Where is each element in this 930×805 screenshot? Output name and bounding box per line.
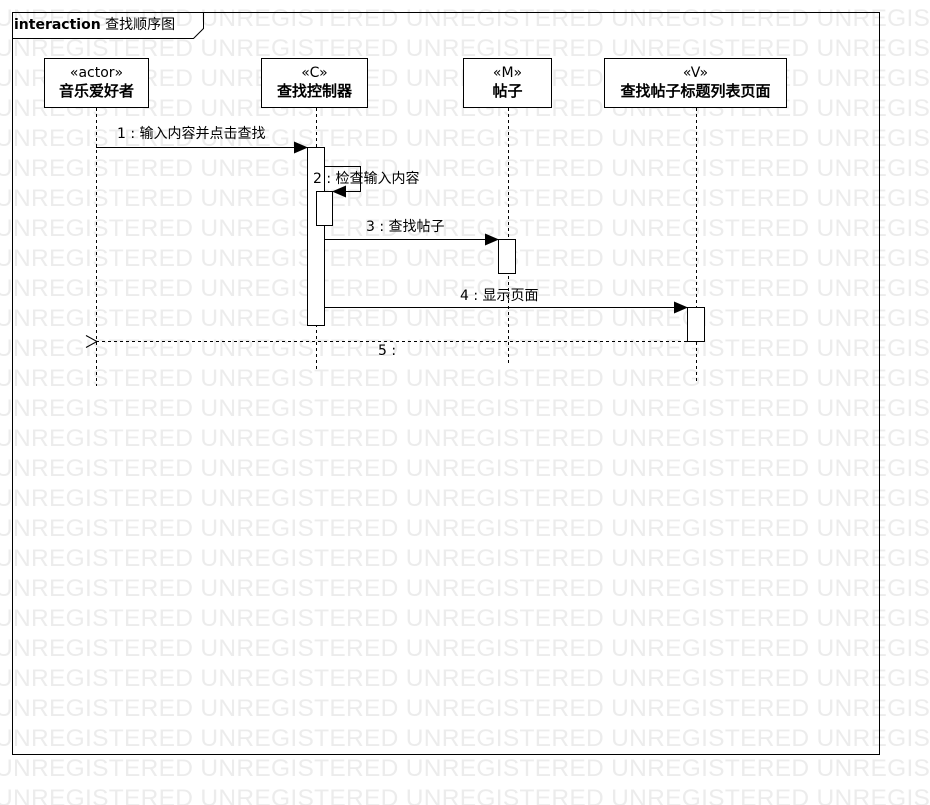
lifeline-head-view[interactable]: «V» 查找帖子标题列表页面: [604, 58, 787, 108]
message-2-label: 2 : 检查输入内容: [313, 171, 420, 187]
message-2-arrow: [324, 166, 361, 198]
lifeline-name: 查找控制器: [276, 82, 352, 100]
frame-keyword: interaction: [14, 17, 101, 33]
message-3-label: 3 : 查找帖子: [366, 219, 445, 235]
activation-view: [687, 307, 705, 342]
lifeline-stereotype: «C»: [301, 65, 328, 81]
frame-name: 查找顺序图: [105, 17, 176, 33]
message-1-label: 1 : 输入内容并点击查找: [117, 126, 266, 142]
activation-controller-self: [316, 191, 333, 226]
activation-post: [498, 239, 516, 274]
lifeline-name: 帖子: [492, 82, 523, 100]
lifeline-head-actor[interactable]: «actor» 音乐爱好者: [44, 58, 149, 108]
lifeline-head-controller[interactable]: «C» 查找控制器: [261, 58, 368, 108]
interaction-frame: [12, 12, 880, 755]
lifeline-name: 查找帖子标题列表页面: [620, 82, 771, 100]
message-5-label: 5 :: [378, 343, 397, 359]
frame-tab: interaction 查找顺序图: [14, 14, 175, 34]
lifeline-head-post[interactable]: «M» 帖子: [463, 58, 552, 108]
lifeline-stereotype: «M»: [492, 65, 523, 81]
message-4-label: 4 : 显示页面: [460, 288, 539, 304]
lifeline-stereotype: «V»: [682, 65, 709, 81]
lifeline-name: 音乐爱好者: [58, 82, 134, 100]
lifeline-stereotype: «actor»: [69, 65, 124, 81]
frame-tab-border: [12, 12, 204, 39]
